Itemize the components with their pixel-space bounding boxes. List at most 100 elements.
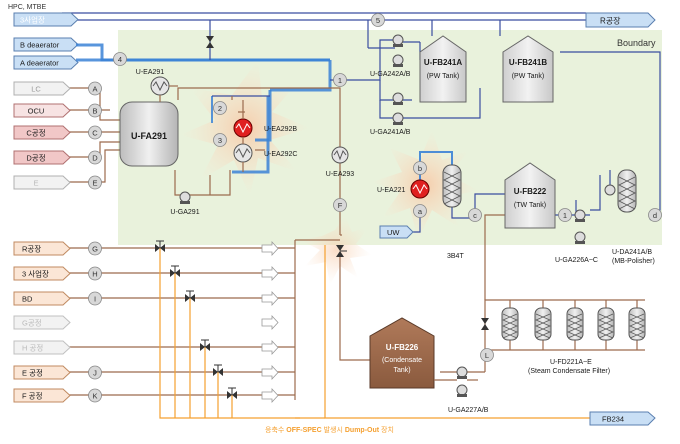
svg-text:A: A bbox=[92, 84, 97, 93]
svg-text:4: 4 bbox=[118, 55, 122, 64]
pump-top-2[interactable] bbox=[392, 92, 404, 105]
node-tag-i: I bbox=[88, 291, 102, 306]
label-u-ga241: U-GA241A/B bbox=[370, 129, 411, 136]
svg-text:BD: BD bbox=[22, 295, 33, 304]
hpc-label: HPC, MTBE bbox=[8, 4, 46, 11]
node-tag-5: 5 bbox=[371, 13, 385, 27]
stream-tag-top-0[interactable]: 3사업장 bbox=[13, 12, 79, 27]
node-tag-a: A bbox=[88, 81, 102, 96]
node-tag-a: a bbox=[413, 204, 427, 218]
tank-u-fb226[interactable]: U-FB226 (Condensate Tank) bbox=[369, 317, 435, 389]
control-valve-4[interactable] bbox=[213, 364, 223, 376]
node-tag-1: 1 bbox=[333, 73, 347, 87]
svg-text:(Condensate: (Condensate bbox=[382, 357, 422, 364]
filter-u-fd221-1[interactable] bbox=[534, 307, 552, 341]
pump-u-ga226[interactable] bbox=[574, 209, 586, 244]
filter-u-fd221-3[interactable] bbox=[597, 307, 615, 341]
svg-text:C공정: C공정 bbox=[26, 128, 45, 138]
flow-arrow-4 bbox=[261, 339, 279, 356]
pump-top-0[interactable] bbox=[392, 34, 404, 47]
control-valve-0[interactable] bbox=[155, 240, 165, 252]
control-valve-1[interactable] bbox=[170, 265, 180, 277]
control-valve-2[interactable] bbox=[185, 290, 195, 302]
svg-text:2: 2 bbox=[218, 104, 222, 113]
svg-text:G공정: G공정 bbox=[22, 318, 42, 328]
svg-text:U-EA292C: U-EA292C bbox=[264, 151, 297, 158]
label-u-ga242: U-GA242A/B bbox=[370, 71, 411, 78]
stream-tag-bottom-2[interactable]: BD I bbox=[13, 291, 102, 306]
svg-text:I: I bbox=[94, 294, 96, 303]
stream-tag-bottom-4[interactable]: H 공정 bbox=[13, 340, 71, 355]
label-u-fd221: U-FD221A~E bbox=[550, 359, 592, 366]
vessel-u-da241[interactable] bbox=[617, 169, 637, 213]
svg-text:a: a bbox=[418, 207, 423, 216]
stream-tag-r-plant-top[interactable]: R공장 bbox=[585, 12, 656, 28]
valve-485[interactable] bbox=[481, 318, 489, 330]
node-tag-b: b bbox=[413, 161, 427, 175]
node-tag-d: D bbox=[88, 150, 102, 165]
drum-u-fa291[interactable]: U-FA291 bbox=[119, 101, 179, 167]
flow-arrow-0 bbox=[261, 240, 279, 257]
tank-u-fb241b[interactable]: U-FB241B (PW Tank) bbox=[502, 35, 554, 103]
control-valve-f[interactable] bbox=[336, 245, 347, 257]
pump-u-ga291[interactable]: U-GA291 bbox=[170, 191, 200, 216]
svg-text:J: J bbox=[93, 368, 97, 377]
svg-text:U-FB222: U-FB222 bbox=[514, 187, 547, 196]
filter-u-fd221-2[interactable] bbox=[566, 307, 584, 341]
node-tag-k: K bbox=[88, 388, 102, 403]
svg-text:d: d bbox=[653, 211, 657, 220]
pump-u-ga227[interactable] bbox=[456, 366, 468, 397]
exchanger-u-ea221[interactable]: U-EA221 bbox=[377, 179, 430, 199]
svg-text:E 공정: E 공정 bbox=[22, 368, 43, 378]
node-tag-g: G bbox=[88, 241, 102, 256]
svg-text:b: b bbox=[418, 164, 422, 173]
node-tag-2: 2 bbox=[213, 101, 227, 115]
exchanger-u-ea293[interactable]: U-EA293 bbox=[326, 146, 355, 178]
column-deaerator[interactable] bbox=[442, 164, 462, 208]
label-u-da241: U-DA241A/B bbox=[612, 249, 652, 256]
svg-text:H 공정: H 공정 bbox=[22, 343, 43, 353]
svg-text:(PW Tank): (PW Tank) bbox=[427, 73, 460, 80]
control-valve-3[interactable] bbox=[200, 339, 210, 351]
node-tag-e: E bbox=[88, 175, 102, 190]
label-u-fd221-sub: (Steam Condensate Filter) bbox=[528, 368, 610, 375]
svg-text:F 공정: F 공정 bbox=[22, 391, 42, 401]
stream-tag-fb234[interactable]: FB234 bbox=[589, 411, 656, 426]
stream-tag-bottom-5[interactable]: E 공정 J bbox=[13, 365, 102, 380]
filter-u-fd221-4[interactable] bbox=[628, 307, 646, 341]
stream-tag-bottom-3[interactable]: G공정 bbox=[13, 315, 71, 330]
pump-small-right[interactable] bbox=[604, 184, 616, 196]
node-tag-h: H bbox=[88, 266, 102, 281]
svg-text:L: L bbox=[485, 351, 489, 360]
pump-top-1[interactable] bbox=[392, 54, 404, 67]
filter-u-fd221-0[interactable] bbox=[501, 307, 519, 341]
node-tag-b: B bbox=[88, 103, 102, 118]
control-valve-5[interactable] bbox=[227, 387, 237, 399]
tank-u-fb241a[interactable]: U-FB241A (PW Tank) bbox=[419, 35, 467, 103]
svg-text:(TW Tank): (TW Tank) bbox=[514, 202, 546, 209]
label-3b4t: 3B4T bbox=[447, 253, 464, 260]
svg-text:U-EA292B: U-EA292B bbox=[264, 126, 297, 133]
stream-tag-bottom-6[interactable]: F 공정 K bbox=[13, 388, 102, 403]
svg-text:U-EA291: U-EA291 bbox=[136, 69, 165, 76]
node-tag-f: F bbox=[333, 198, 347, 212]
stream-tag-top-1[interactable]: B deaerator bbox=[13, 37, 79, 52]
tank-u-fb222[interactable]: U-FB222 (TW Tank) bbox=[504, 162, 556, 229]
svg-text:H: H bbox=[92, 269, 97, 278]
stream-tag-top-2[interactable]: A deaerator bbox=[13, 55, 79, 70]
svg-text:R공장: R공장 bbox=[600, 16, 621, 26]
boundary-label: Boundary bbox=[617, 38, 656, 48]
svg-text:U-FB226: U-FB226 bbox=[386, 343, 419, 352]
valve-top[interactable] bbox=[206, 36, 214, 48]
pump-top-3[interactable] bbox=[392, 112, 404, 125]
stream-tag-uw[interactable]: UW bbox=[379, 225, 414, 239]
svg-text:3: 3 bbox=[218, 136, 222, 145]
